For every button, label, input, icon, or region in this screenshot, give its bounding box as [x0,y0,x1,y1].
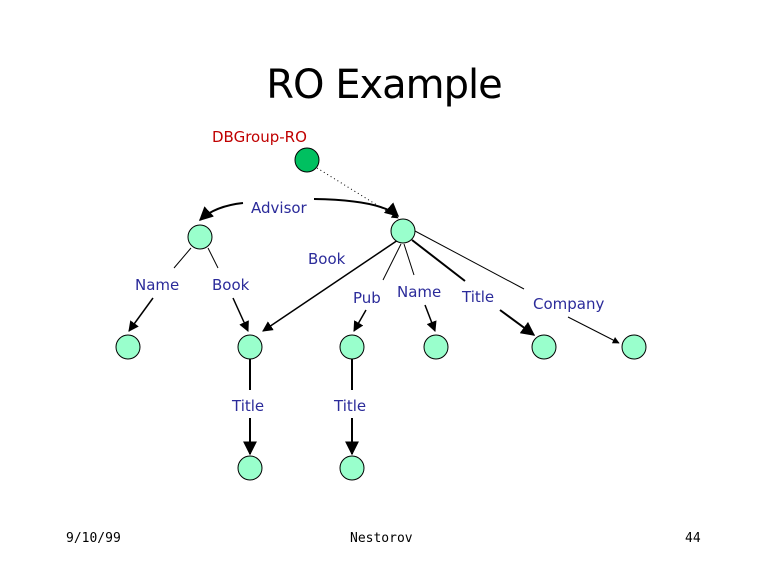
edge-label-pub: Pub [353,289,381,307]
edge-label-book-cross: Book [308,250,346,268]
node-title-pub [339,455,365,481]
edge-left-name-bottom [128,297,154,332]
node-name-right [423,334,449,360]
node-book [237,334,263,360]
edge-label-company: Company [533,295,604,313]
edge-label-name-left: Name [135,276,179,294]
edge-left-book-bottom [232,297,249,332]
edge-advisor-left [198,202,244,221]
edge-name-right-top [403,243,415,276]
edge-company-bottom [567,316,620,344]
edge-name-right-bottom [424,304,437,332]
edge-label-title-pub: Title [333,397,366,415]
footer-date: 9/10/99 [66,531,121,546]
node-name-left [115,334,141,360]
root-label: DBGroup-RO [212,128,307,146]
slide-title: RO Example [266,62,503,108]
node-company [621,334,647,360]
node-pub [339,334,365,360]
node-title-book [237,455,263,481]
node-advisor-left [187,224,213,250]
footer-page-number: 44 [685,531,701,546]
edge-pub-bottom [353,309,367,332]
edge-title-right-top [411,239,466,282]
node-root [294,147,320,173]
edge-company-top [414,230,525,290]
edge-label-advisor: Advisor [251,199,308,217]
edge-title-right-bottom [499,309,536,336]
edge-label-title-book: Title [231,397,264,415]
edge-root-to-node [316,167,399,219]
edge-pub-top [382,243,402,281]
node-title-right [531,334,557,360]
edge-advisor-right [313,198,400,217]
edge-label-name-right: Name [397,283,441,301]
node-advisor-right [390,218,416,244]
edge-left-name-top [173,247,192,269]
edge-label-title-right: Title [461,288,494,306]
edge-book-cross [262,239,399,332]
footer-author: Nestorov [350,531,413,546]
edge-label-book-left: Book [212,276,250,294]
edge-left-book-top [207,247,219,269]
